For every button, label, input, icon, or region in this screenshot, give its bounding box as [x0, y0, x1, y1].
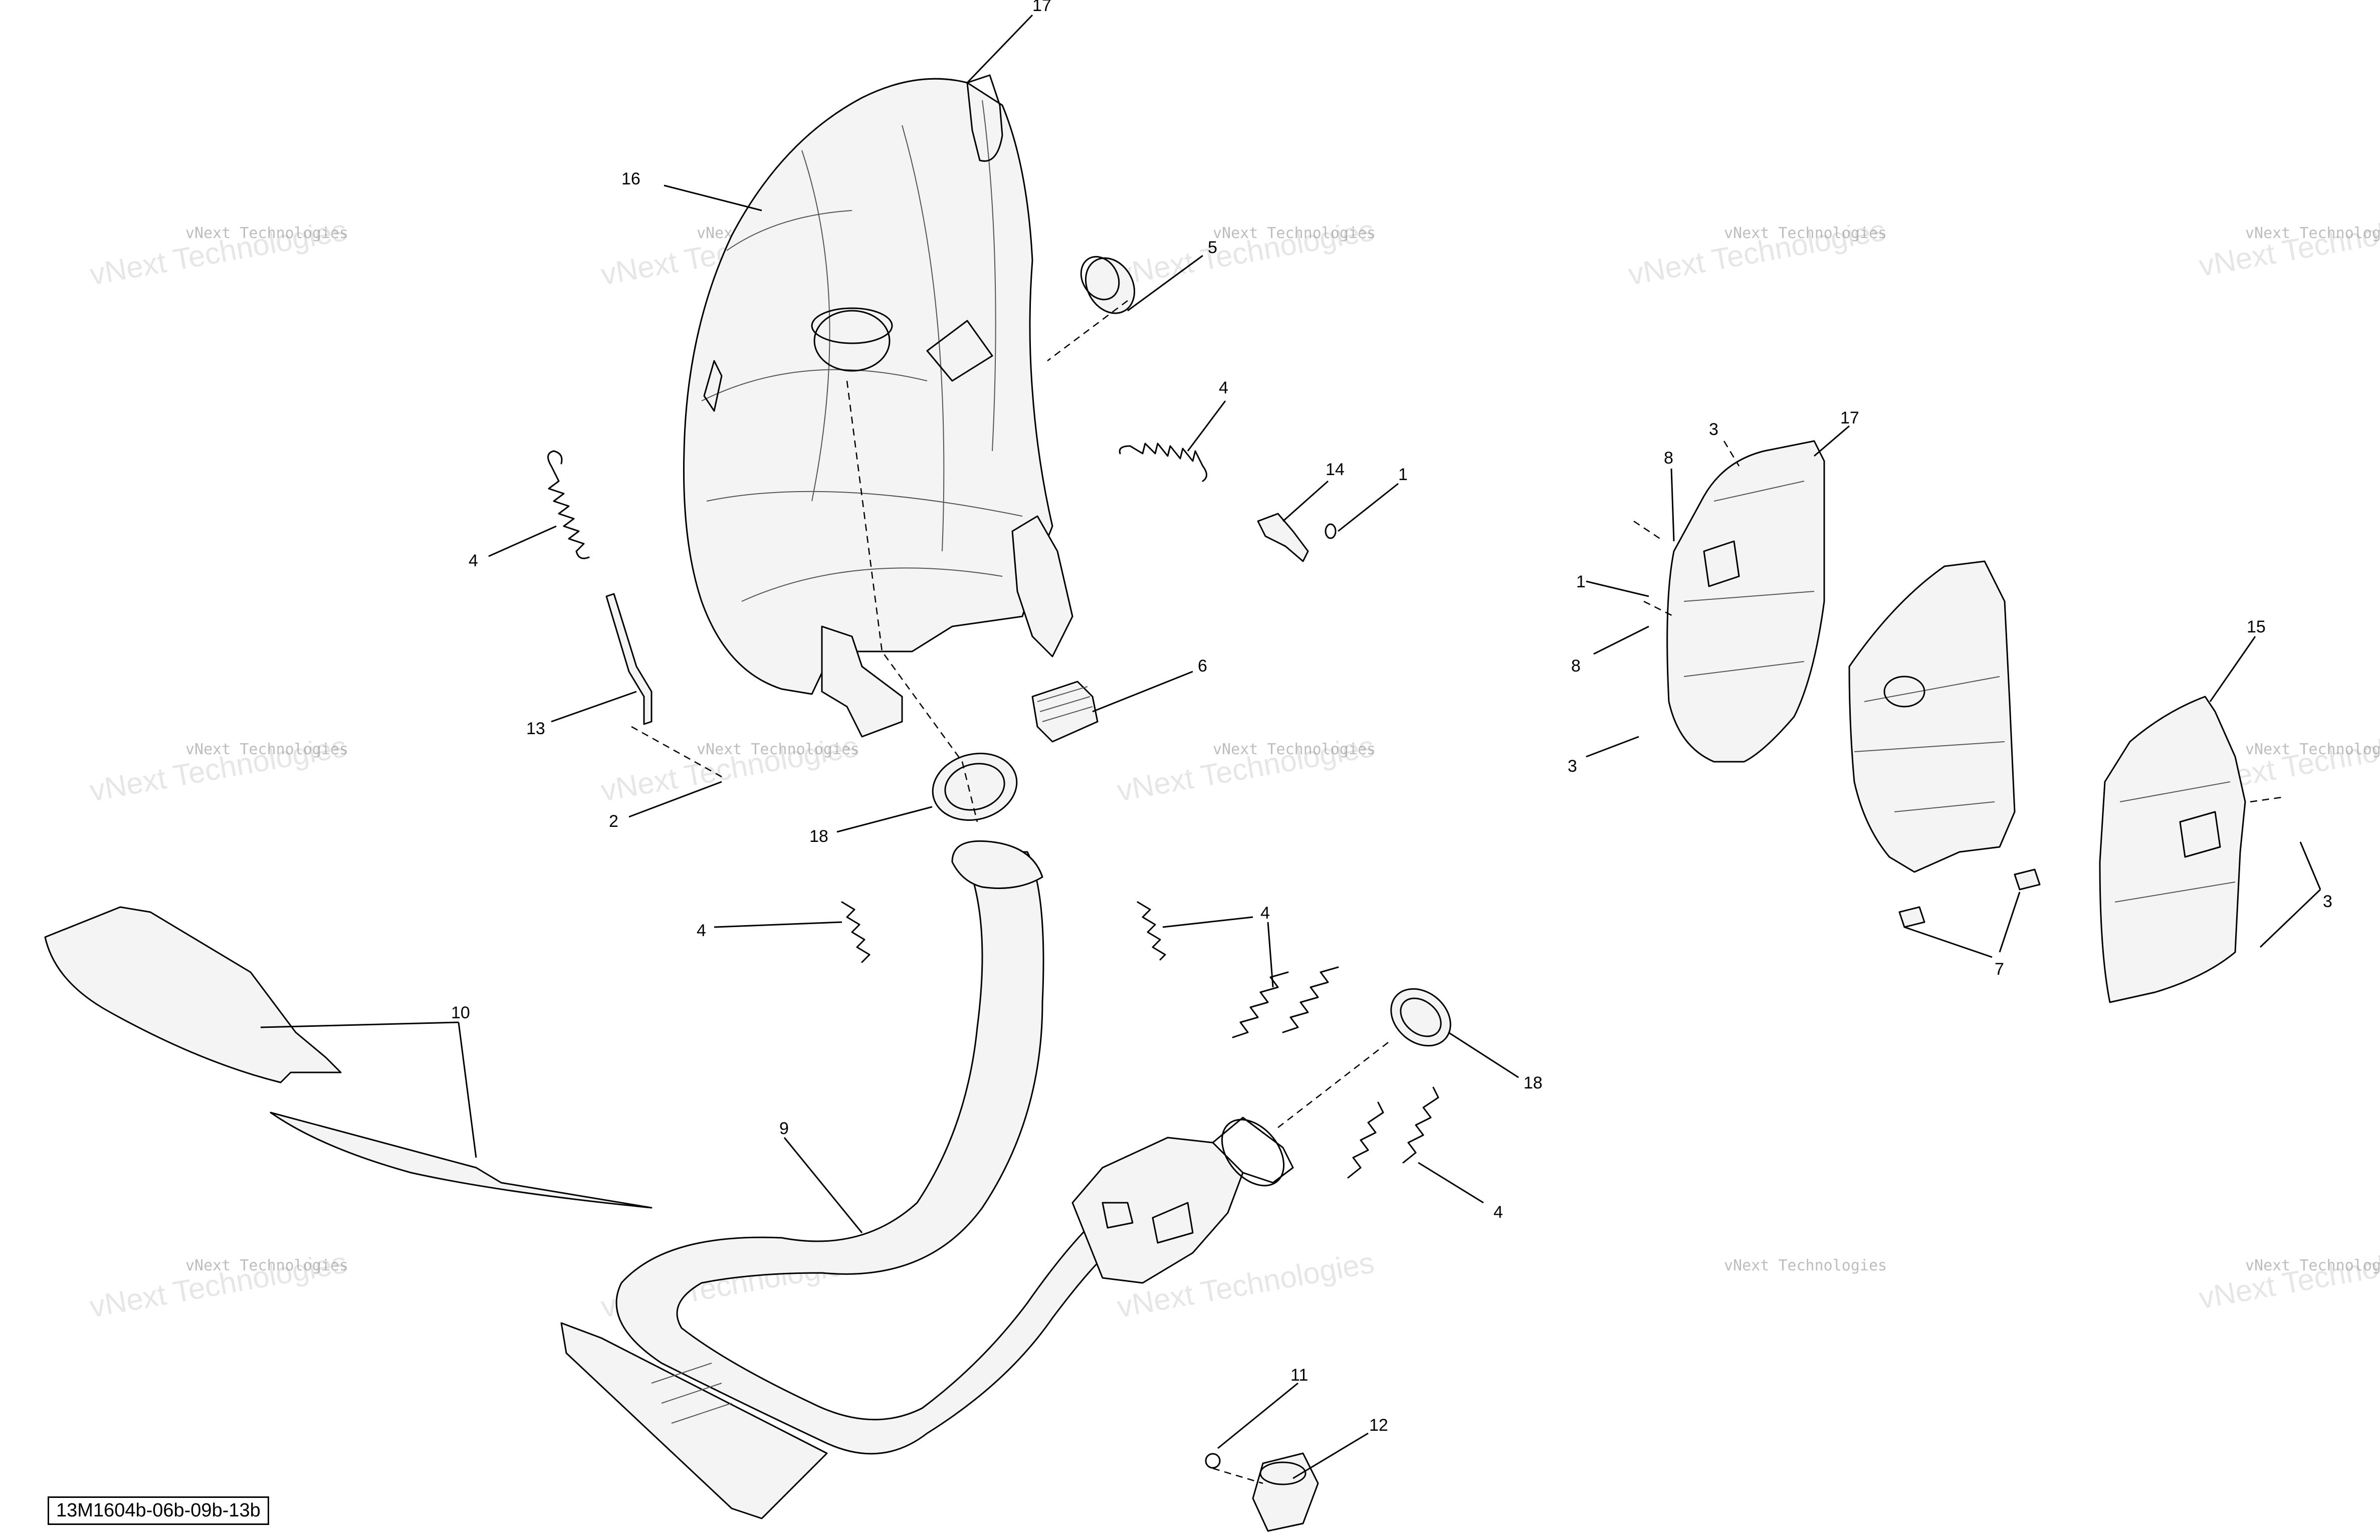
bracket-part: [605, 593, 653, 725]
callout-11: 11: [1290, 1366, 1308, 1385]
leader-lines: [260, 14, 2321, 1479]
watermark-big: vNext Technologies: [2197, 204, 2380, 283]
muffler-part: [683, 74, 1073, 738]
watermark: vNext Technologies: [1724, 1257, 1887, 1274]
callout-12: 12: [1369, 1416, 1388, 1435]
callout-8: 8: [1571, 656, 1581, 676]
callout-4: 4: [1260, 904, 1270, 923]
callout-16: 16: [621, 169, 640, 188]
callout-8: 8: [1664, 449, 1673, 468]
callout-4: 4: [1219, 378, 1228, 397]
callout-1: 1: [1576, 572, 1586, 591]
watermark: vNext Technologies: [185, 225, 348, 242]
callout-9: 9: [779, 1119, 789, 1138]
callout-17: 17: [1840, 408, 1859, 427]
watermark: vNext Technologies: [185, 741, 348, 758]
bushing-part: [1205, 1452, 1319, 1532]
clip-part: [1257, 513, 1337, 562]
callout-17: 17: [1032, 0, 1051, 15]
callout-14: 14: [1326, 460, 1345, 479]
callout-4: 4: [469, 551, 478, 570]
watermark: vNext Technologies: [1724, 225, 1887, 242]
watermark: vNext Technologies: [1213, 225, 1376, 242]
dashed-guides: [631, 300, 2286, 1484]
callout-6: 6: [1198, 656, 1207, 676]
callout-18: 18: [809, 827, 828, 846]
spring-icon: [547, 450, 590, 559]
callout-labels: 17 16 5 4 14 1 4 13 6 2 18 4 4 10 18 9 4…: [451, 0, 2332, 1435]
callout-2: 2: [609, 812, 618, 831]
callout-3: 3: [2323, 892, 2332, 911]
callout-5: 5: [1208, 238, 1217, 257]
watermark: vNext Technologies: [2245, 1257, 2380, 1274]
spring-icon: [1232, 966, 1339, 1038]
callout-15: 15: [2247, 617, 2266, 636]
exhaust-pipe-part: [560, 840, 1104, 1519]
callout-13: 13: [526, 719, 545, 738]
muffler-body-part: [1848, 560, 2016, 873]
heat-shield-part: [44, 906, 653, 1209]
callout-3: 3: [1709, 420, 1718, 439]
callout-4: 4: [697, 921, 706, 940]
gasket-ring: [1390, 988, 1451, 1047]
diagram-code-label: 13M1604b-06b-09b-13b: [48, 1496, 269, 1525]
spring-icon: [1137, 901, 1166, 961]
grommet-part: [1031, 681, 1099, 743]
callout-7: 7: [1995, 960, 2004, 979]
muffler-cover-part: [1666, 440, 1825, 763]
callout-3: 3: [1568, 757, 1577, 776]
watermark: vNext Technologies: [185, 1257, 348, 1274]
spring-icon: [1119, 443, 1207, 482]
watermark: vNext Technologies: [697, 741, 859, 758]
callout-18: 18: [1524, 1073, 1543, 1092]
watermark: vNext Technologies: [2245, 741, 2380, 758]
cap-part: [1080, 256, 1136, 314]
callout-10: 10: [451, 1003, 470, 1022]
clip-part: [1898, 868, 2041, 928]
spring-icon: [841, 901, 871, 963]
spring-icon: [1347, 1086, 1439, 1179]
callout-4: 4: [1493, 1203, 1503, 1222]
watermark: vNext Technologies: [1213, 741, 1376, 758]
heat-cover-part: [2099, 696, 2246, 1003]
watermark: vNext Technologies: [2245, 225, 2380, 242]
gasket-ring: [932, 752, 1018, 821]
catalyst-part: [1071, 1117, 1294, 1284]
callout-1: 1: [1398, 465, 1408, 484]
watermark-big: vNext Technologies: [2197, 1237, 2380, 1315]
